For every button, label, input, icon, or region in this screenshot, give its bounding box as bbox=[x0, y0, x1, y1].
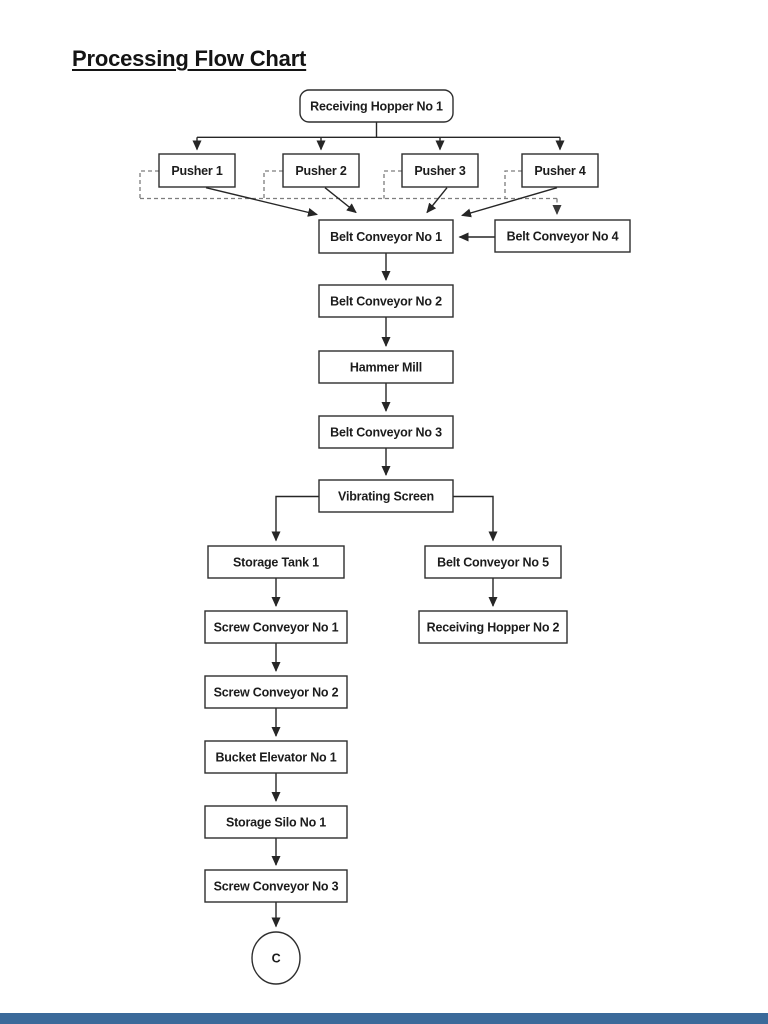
node-bucket-elevator-1-label: Bucket Elevator No 1 bbox=[215, 751, 336, 765]
node-screw-conveyor-2: Screw Conveyor No 2 bbox=[204, 675, 348, 709]
node-connector-c-circle bbox=[251, 931, 301, 985]
node-belt-conveyor-2: Belt Conveyor No 2 bbox=[318, 284, 454, 318]
node-connector-c-label: C bbox=[272, 952, 281, 966]
node-belt-conveyor-3-label: Belt Conveyor No 3 bbox=[330, 426, 442, 440]
node-belt-conveyor-3-box bbox=[318, 415, 454, 449]
node-belt-conveyor-2-box bbox=[318, 284, 454, 318]
node-screw-conveyor-1-box bbox=[204, 610, 348, 644]
node-screw-conveyor-1: Screw Conveyor No 1 bbox=[204, 610, 348, 644]
node-receiving-hopper-1: Receiving Hopper No 1 bbox=[299, 89, 454, 123]
node-storage-silo-1-label: Storage Silo No 1 bbox=[226, 816, 326, 830]
edge-pusher-3-dashed-stub bbox=[383, 170, 402, 199]
dashed-recirculation-edges bbox=[139, 170, 562, 215]
node-storage-silo-1-box bbox=[204, 805, 348, 839]
node-vibrating-screen-label: Vibrating Screen bbox=[338, 490, 434, 504]
node-pusher-1: Pusher 1 bbox=[158, 153, 236, 188]
node-pusher-3-box bbox=[401, 153, 479, 188]
node-receiving-hopper-1-label: Receiving Hopper No 1 bbox=[310, 100, 443, 114]
node-bucket-elevator-1: Bucket Elevator No 1 bbox=[204, 740, 348, 774]
node-storage-tank-1-label: Storage Tank 1 bbox=[233, 556, 319, 570]
edge-vibrating-screen-to-storage-tank-1 bbox=[271, 495, 319, 542]
edge-pusher-4-dashed-stub bbox=[504, 170, 522, 199]
edge-pusher-2-to-belt-conveyor-1 bbox=[324, 187, 357, 214]
node-screw-conveyor-3-label: Screw Conveyor No 3 bbox=[214, 880, 339, 894]
edge-pusher-4-to-belt-conveyor-1 bbox=[461, 187, 558, 218]
node-hammer-mill-box bbox=[318, 350, 454, 384]
node-screw-conveyor-3: Screw Conveyor No 3 bbox=[204, 869, 348, 903]
node-pusher-1-label: Pusher 1 bbox=[171, 164, 222, 178]
node-screw-conveyor-1-label: Screw Conveyor No 1 bbox=[214, 621, 339, 635]
node-belt-conveyor-4-box bbox=[494, 219, 631, 253]
node-receiving-hopper-1-box bbox=[299, 89, 454, 123]
node-belt-conveyor-1: Belt Conveyor No 1 bbox=[318, 219, 454, 254]
node-connector-c: C bbox=[251, 931, 301, 985]
node-pusher-2-box bbox=[282, 153, 360, 188]
node-screw-conveyor-3-box bbox=[204, 869, 348, 903]
node-vibrating-screen-box bbox=[318, 479, 454, 513]
node-storage-tank-1: Storage Tank 1 bbox=[207, 545, 345, 579]
node-pusher-4-box bbox=[521, 153, 599, 188]
node-belt-conveyor-4: Belt Conveyor No 4 bbox=[494, 219, 631, 253]
node-belt-conveyor-1-box bbox=[318, 219, 454, 254]
node-belt-conveyor-1-label: Belt Conveyor No 1 bbox=[330, 230, 442, 244]
node-belt-conveyor-5: Belt Conveyor No 5 bbox=[424, 545, 562, 579]
edge-pusher-3-to-belt-conveyor-1 bbox=[426, 187, 448, 214]
node-belt-conveyor-5-label: Belt Conveyor No 5 bbox=[437, 556, 549, 570]
node-storage-silo-1: Storage Silo No 1 bbox=[204, 805, 348, 839]
node-vibrating-screen: Vibrating Screen bbox=[318, 479, 454, 513]
node-belt-conveyor-3: Belt Conveyor No 3 bbox=[318, 415, 454, 449]
edge-pusher-1-to-belt-conveyor-1 bbox=[205, 187, 318, 217]
solid-edges bbox=[192, 122, 565, 928]
node-belt-conveyor-5-box bbox=[424, 545, 562, 579]
node-pusher-3: Pusher 3 bbox=[401, 153, 479, 188]
node-screw-conveyor-2-label: Screw Conveyor No 2 bbox=[214, 686, 339, 700]
edge-vibrating-screen-to-belt-conveyor-5 bbox=[453, 495, 498, 542]
node-pusher-2-label: Pusher 2 bbox=[295, 164, 346, 178]
node-receiving-hopper-2-box bbox=[418, 610, 568, 644]
node-storage-tank-1-box bbox=[207, 545, 345, 579]
node-hammer-mill: Hammer Mill bbox=[318, 350, 454, 384]
page-title: Processing Flow Chart bbox=[72, 46, 307, 71]
node-pusher-1-box bbox=[158, 153, 236, 188]
node-hammer-mill-label: Hammer Mill bbox=[350, 361, 422, 375]
node-pusher-4-label: Pusher 4 bbox=[534, 164, 585, 178]
node-screw-conveyor-2-box bbox=[204, 675, 348, 709]
node-bucket-elevator-1-box bbox=[204, 740, 348, 774]
viewer-footer-bar bbox=[0, 1013, 768, 1024]
node-receiving-hopper-2: Receiving Hopper No 2 bbox=[418, 610, 568, 644]
node-belt-conveyor-2-label: Belt Conveyor No 2 bbox=[330, 295, 442, 309]
node-receiving-hopper-2-label: Receiving Hopper No 2 bbox=[427, 621, 560, 635]
node-pusher-2: Pusher 2 bbox=[282, 153, 360, 188]
edge-pusher-2-dashed-stub bbox=[263, 170, 283, 199]
node-pusher-3-label: Pusher 3 bbox=[414, 164, 465, 178]
node-belt-conveyor-4-label: Belt Conveyor No 4 bbox=[507, 230, 619, 244]
edge-pusher-1-dashed-stub bbox=[139, 170, 159, 199]
node-pusher-4: Pusher 4 bbox=[521, 153, 599, 188]
